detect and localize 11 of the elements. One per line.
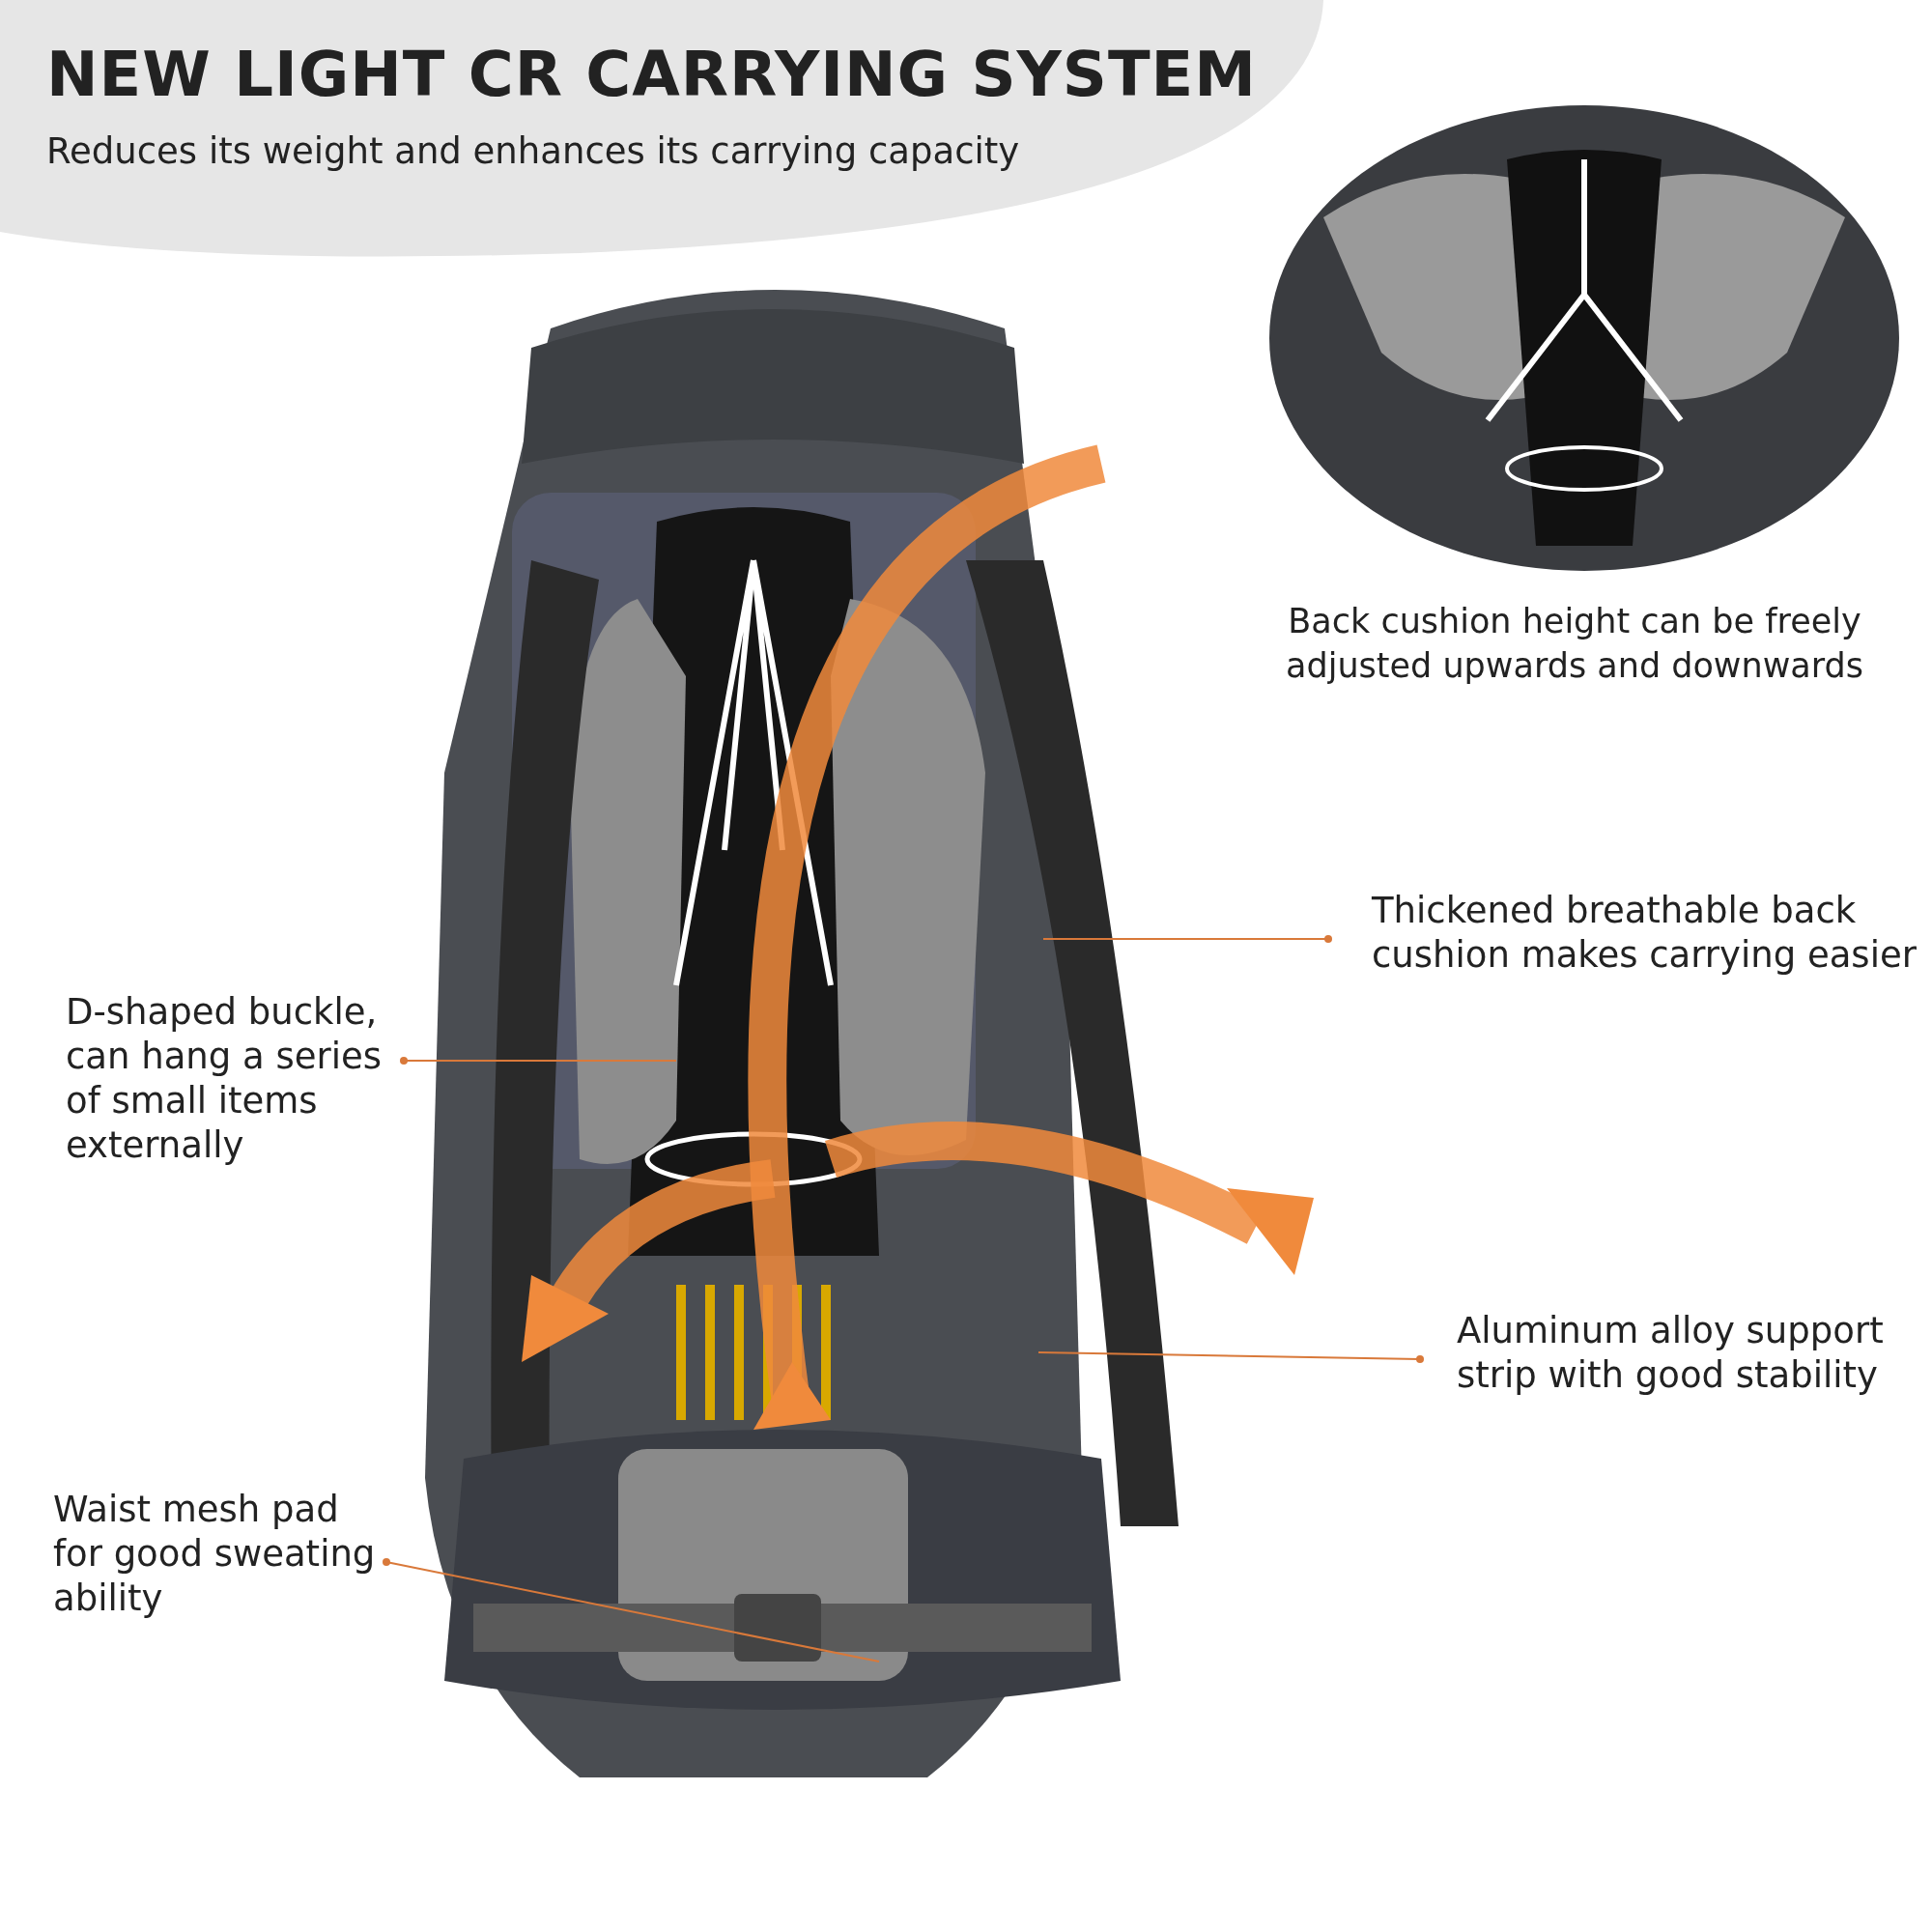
subtitle: Reduces its weight and enhances its carrying capacity [46, 130, 1020, 172]
callout-text: D-shaped buckle, can hang a series of small items externally [66, 990, 384, 1168]
leader-line [400, 1057, 677, 1065]
leader-line [1037, 1351, 1424, 1363]
title: NEW LIGHT CR CARRYING SYSTEM [46, 39, 1257, 110]
leader-line [1042, 935, 1332, 943]
callout-text: Aluminum alloy support strip with good stability [1457, 1309, 1884, 1398]
caption-text: Back cushion height can be freely adjusted upwards and downwards [1285, 601, 1864, 687]
callout-text: Waist mesh pad for good sweating ability [53, 1488, 377, 1621]
leader-line [383, 1558, 880, 1662]
callout-text: Thickened breathable back cushion makes carrying easier [1372, 889, 1918, 978]
